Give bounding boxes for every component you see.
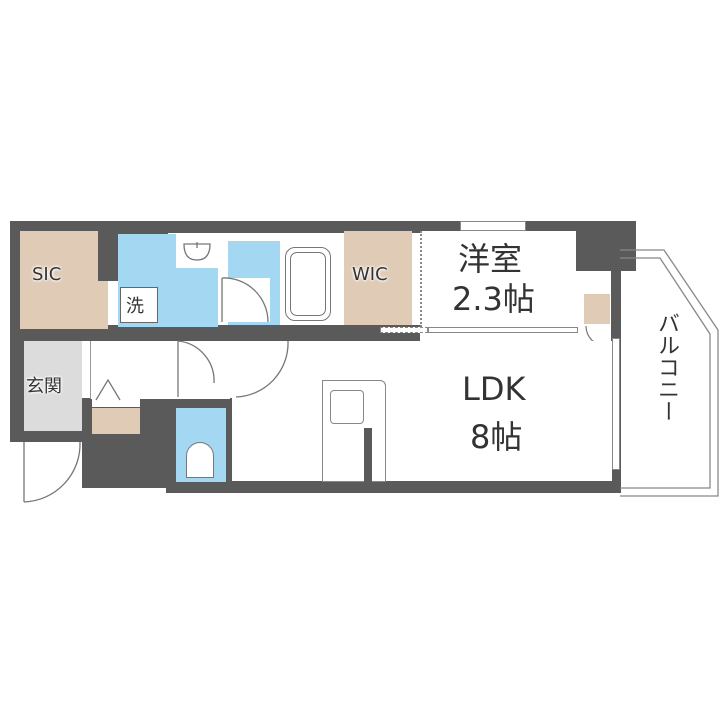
shoe-cabinet-top — [92, 399, 140, 407]
balcony-outline — [620, 249, 719, 497]
hall-door — [164, 340, 215, 397]
bathroom-door-area — [218, 277, 270, 323]
ldk-door-swing-icon — [235, 340, 289, 398]
western-window — [460, 221, 526, 231]
washroom-label: 洗 — [126, 296, 144, 317]
ldk-room — [236, 341, 612, 481]
small-storage — [584, 294, 610, 324]
toilet-icon — [186, 442, 214, 478]
sink-icon — [183, 242, 211, 261]
entrance-label: 玄関 — [26, 376, 62, 397]
outer-wall-bottom — [166, 481, 620, 493]
western-room-size: 2.3帖 — [452, 280, 535, 318]
up-arrow-icon — [95, 378, 121, 401]
bathtub-icon — [285, 247, 331, 321]
kitchen-sink-icon — [330, 390, 364, 424]
kitchen-counter-edge — [366, 380, 386, 482]
mid-wall — [10, 325, 420, 341]
balcony-window — [612, 338, 620, 470]
wic-label: WIC — [352, 264, 388, 285]
kitchen-counter — [322, 380, 386, 482]
hall-door-swing-icon — [177, 340, 215, 397]
western-room-label: 洋室 — [458, 240, 523, 278]
ldk-door — [235, 340, 292, 401]
sink — [176, 234, 218, 268]
sic-label: SIC — [32, 264, 62, 285]
kitchen-partition — [364, 428, 372, 482]
entrance-door-swing-icon — [23, 441, 81, 503]
balcony-label: バルコニー — [654, 312, 679, 422]
ldk-size: 8帖 — [470, 418, 523, 456]
shoe-cabinet — [92, 408, 140, 434]
bath-door-swing-icon — [221, 277, 269, 323]
wic-closet — [344, 231, 412, 325]
entrance — [24, 341, 82, 431]
washer-box — [120, 287, 158, 323]
sic-closet-ext — [82, 281, 108, 329]
western-room — [420, 231, 576, 327]
sliding-door-dotted — [380, 327, 428, 333]
entrance-door — [23, 441, 84, 503]
sliding-door — [428, 327, 578, 333]
right-wall-block — [576, 221, 636, 271]
ldk-label: LDK — [462, 370, 526, 408]
